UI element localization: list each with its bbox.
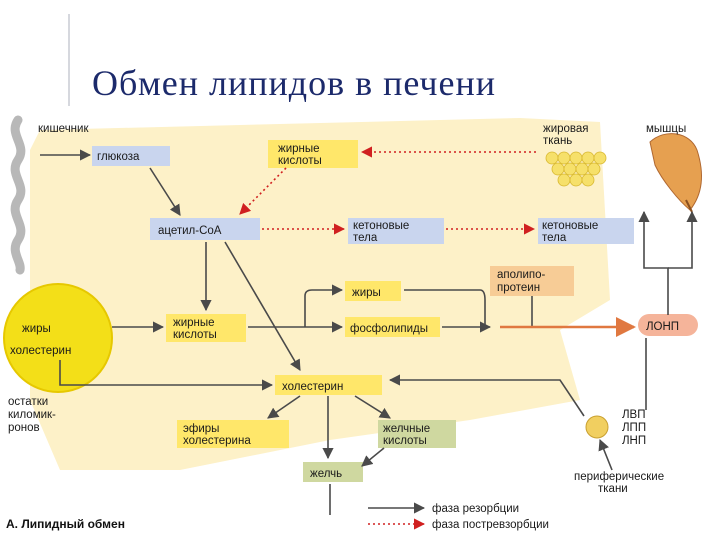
apolipo-label-1: аполипо- — [497, 269, 546, 281]
remnants-label-2: киломик- — [8, 409, 56, 421]
postresorption-arrows — [239, 146, 536, 235]
fatty-acids-top-label-2: кислоты — [278, 155, 322, 167]
apolipoprotein-box — [490, 266, 574, 296]
fats-box — [345, 281, 401, 301]
ldl-label: ЛНП — [622, 435, 646, 447]
hdl-particle-icon — [585, 415, 609, 439]
cholesterol-box — [275, 375, 382, 395]
muscle-icon — [649, 133, 702, 211]
lipid-metabolism-diagram: кишечник глюкоза жирные кислоты жировая … — [3, 115, 702, 531]
remnants-label-1: остатки — [8, 396, 48, 408]
phospholipids-box — [345, 317, 440, 337]
vldl-label: ЛОНП — [646, 321, 679, 333]
remnants-label-3: ронов — [8, 422, 40, 434]
peripheral-label-1: периферические — [574, 471, 664, 483]
acetyl-coa-box — [150, 218, 260, 240]
cholesterol-label: холестерин — [282, 381, 343, 393]
fatty-acids-mid-label-1: жирные — [173, 317, 215, 329]
muscles-label: мышцы — [646, 123, 686, 135]
esters-box — [177, 420, 289, 448]
chylo-fats-label: жиры — [22, 323, 51, 335]
adipose-label-1: жировая — [543, 123, 589, 135]
ketone-liver-box — [348, 218, 444, 244]
chylo-cholesterol-label: холестерин — [10, 345, 71, 357]
ketone-out-label-2: тела — [542, 232, 567, 244]
adipose-label-2: ткань — [543, 135, 572, 147]
fats-label: жиры — [352, 287, 381, 299]
esters-label-2: холестерина — [183, 435, 251, 447]
fatty-acids-mid-box — [166, 314, 246, 342]
bile-acids-label-2: кислоты — [383, 435, 427, 447]
peripheral-label-2: ткани — [598, 483, 628, 495]
hdl-label: ЛВП — [622, 409, 645, 421]
diagram-area: кишечник глюкоза жирные кислоты жировая … — [0, 112, 720, 540]
phospholipids-label: фосфолипиды — [350, 323, 428, 335]
intestine-label: кишечник — [38, 123, 89, 135]
intestine-shape — [10, 115, 26, 275]
adipose-cells-icon — [545, 151, 607, 187]
legend-resorption-label: фаза резорбции — [432, 503, 519, 515]
idl-label: ЛПП — [622, 422, 646, 434]
fatty-acids-top-box — [268, 140, 358, 168]
figure-caption: А. Липидный обмен — [6, 517, 125, 531]
bile-box — [303, 462, 363, 482]
ketone-liver-label-1: кетоновые — [353, 220, 409, 232]
ketone-liver-label-2: тела — [353, 232, 378, 244]
title-band — [0, 0, 720, 112]
ketone-out-box — [538, 218, 634, 244]
page-title: Обмен липидов в печени — [92, 63, 497, 103]
ketone-out-label-1: кетоновые — [542, 220, 598, 232]
apolipo-label-2: протеин — [497, 282, 540, 294]
vldl-box — [638, 314, 698, 336]
bile-label: желчь — [310, 468, 342, 480]
title-divider — [68, 14, 70, 106]
fatty-acids-mid-label-2: кислоты — [173, 329, 217, 341]
glucose-label: глюкоза — [97, 151, 140, 163]
legend-postresorption-label: фаза постревзорбции — [432, 519, 549, 531]
glucose-box — [92, 146, 170, 166]
bile-acids-label-1: желчные — [383, 423, 430, 435]
resorption-arrows — [40, 149, 698, 515]
bile-acids-box — [378, 420, 456, 448]
esters-label-1: эфиры — [183, 423, 219, 435]
acetyl-coa-label: ацетил-CoA — [158, 225, 222, 237]
chylomicron-icon — [3, 283, 113, 393]
fatty-acids-top-label-1: жирные — [278, 143, 320, 155]
